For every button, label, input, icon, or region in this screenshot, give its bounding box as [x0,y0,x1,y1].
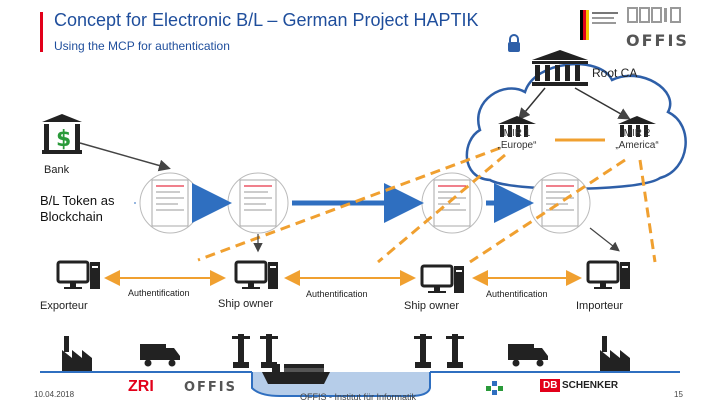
factory-icon-right [600,336,630,372]
bank-label: Bank [44,164,70,176]
bl-document-1 [139,172,201,234]
bl-document-4 [529,172,591,234]
ship-owner-2-label: Ship owner [404,300,460,312]
mir2-label: MIR 2 „America“ [606,128,668,152]
computer-icon-importeur [586,260,630,289]
auth-label-3: Authentification [486,289,548,299]
mir1-region: „Europe“ [497,140,537,151]
computer-icon-exporteur [56,260,100,289]
offis-logo-top: OFFIS [626,6,688,50]
offis-logo-text: OFFIS [626,31,689,50]
computer-icon-ship-owner-2 [420,264,464,293]
page-title: Concept for Electronic B/L – German Proj… [54,10,479,30]
zri-logo: ZRI [128,378,154,395]
lock-icon [508,34,520,52]
computer-icon-ship-owner-1 [234,260,278,289]
pki-cloud [465,62,687,190]
bl-token-line1: B/L Token as [40,193,115,208]
root-ca-building-icon [532,50,588,86]
schenker-logo: SCHENKER [562,380,619,391]
bl-document-2 [227,172,289,234]
bl-token-line2: Blockchain [40,209,103,224]
mir1-building-icon [498,116,536,137]
factory-icon-left [62,336,92,372]
bank-icon: $ [42,114,82,154]
title-accent-bar [40,12,43,52]
mir2-name: MIR 2 [623,128,651,139]
crane-icon-2 [260,334,278,368]
root-ca-label: Root CA [592,66,638,80]
db-logo: DB [540,379,561,392]
crane-icon-3 [414,334,432,368]
footer-date: 10.04.2018 [34,390,75,399]
bl-token-label: B/L Token as Blockchain [40,193,114,225]
ship-icon [262,364,330,384]
crane-icon-1 [232,334,250,368]
offis-logo-footer: OFFIS [184,380,238,395]
auth-label-1: Authentification [128,288,190,298]
ministry-logo [578,6,620,46]
mir2-region: „America“ [615,140,659,151]
truck-icon-left [140,344,180,367]
auth-label-2: Authentification [306,289,368,299]
exporteur-label: Exporteur [40,300,88,312]
partner-logo [484,378,506,396]
truck-icon-right [508,344,548,367]
mir2-building-icon [618,116,656,137]
importeur-label: Importeur [576,300,624,312]
page-subtitle: Using the MCP for authentication [54,39,230,53]
page-number: 15 [674,390,683,399]
mir1-name: MIR 1 [503,128,531,139]
footer-institute: OFFIS - Institut für Informatik [300,392,417,402]
svg-text:$: $ [56,127,71,152]
ship-owner-1-label: Ship owner [218,298,274,310]
mir1-label: MIR 1 „Europe“ [488,128,546,152]
crane-icon-4 [446,334,464,368]
